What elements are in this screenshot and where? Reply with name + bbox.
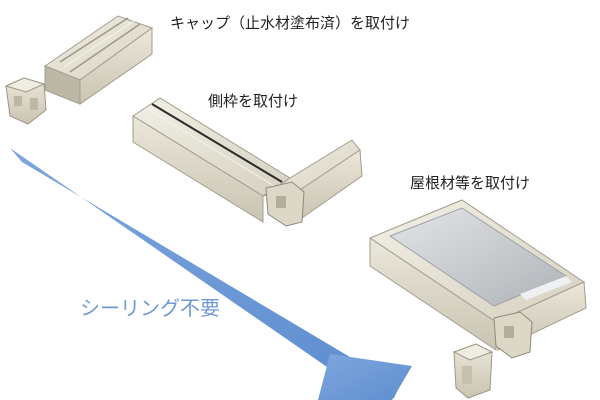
step3-label: 屋根材等を取付け [410,174,531,192]
cap-and-profile-part [4,15,154,125]
roof-assembly-part [368,199,587,399]
sealing-note: シーリング不要 [80,296,220,320]
arrow-icon [10,148,412,400]
step1-label: キャップ（止水材塗布済）を取付け [170,14,411,32]
step2-label: 側枠を取付け [208,92,299,110]
side-frame-part [132,97,363,227]
